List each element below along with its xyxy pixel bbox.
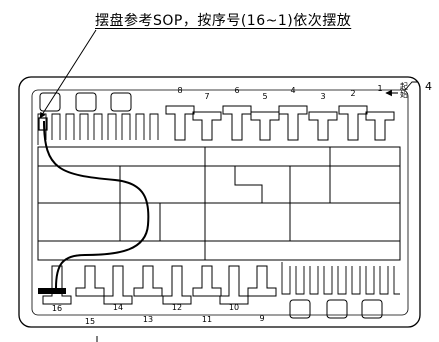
tray-inner-outline bbox=[31, 89, 409, 316]
top-slot bbox=[365, 111, 395, 141]
start-label: 起始 bbox=[400, 82, 409, 99]
bottom-slot bbox=[219, 265, 249, 305]
top-slot bbox=[278, 105, 308, 141]
tray-outline bbox=[18, 76, 421, 328]
top-slot bbox=[250, 111, 280, 141]
bottom-slot bbox=[133, 265, 163, 297]
slot-number-12: 12 bbox=[172, 303, 182, 312]
top-slot bbox=[308, 111, 338, 141]
bottom-pocket-3 bbox=[361, 299, 383, 319]
end-connector bbox=[38, 117, 48, 131]
slot-number-7: 7 bbox=[204, 92, 209, 101]
edge-label: 4 bbox=[425, 80, 432, 93]
top-slot bbox=[338, 105, 368, 141]
top-pocket-3 bbox=[110, 92, 132, 112]
slot-number-2: 2 bbox=[350, 89, 355, 98]
slot-number-4: 4 bbox=[290, 86, 295, 95]
bottom-clip-comb bbox=[281, 262, 400, 295]
start-connector bbox=[38, 288, 66, 294]
bottom-pocket-1 bbox=[289, 299, 311, 319]
bottom-slot bbox=[42, 265, 72, 305]
bottom-slot bbox=[192, 265, 222, 297]
connector-slots bbox=[42, 105, 395, 305]
slot-number-3: 3 bbox=[320, 92, 325, 101]
bottom-slot bbox=[103, 265, 133, 305]
top-slot bbox=[165, 105, 195, 141]
slot-number-15: 15 bbox=[85, 317, 95, 326]
bottom-slot bbox=[75, 265, 105, 297]
top-pocket-2 bbox=[75, 92, 97, 112]
slot-number-6: 6 bbox=[234, 86, 239, 95]
slot-number-16: 16 bbox=[52, 304, 62, 313]
cable-route bbox=[43, 120, 150, 289]
slot-number-14: 14 bbox=[113, 303, 123, 312]
leader-line bbox=[39, 29, 97, 119]
top-slot bbox=[222, 105, 252, 141]
tray-corner-notch bbox=[404, 81, 418, 91]
instruction-title: 摆盘参考SOP，按序号(16~1)依次摆放 bbox=[95, 13, 352, 29]
central-body bbox=[37, 146, 401, 261]
slot-number-8: 8 bbox=[177, 86, 182, 95]
bottom-slot bbox=[162, 265, 192, 305]
slot-number-11: 11 bbox=[202, 315, 212, 324]
slot-number-5: 5 bbox=[262, 92, 267, 101]
top-clip-comb bbox=[37, 113, 159, 145]
top-slot bbox=[192, 111, 222, 141]
bottom-pocket-2 bbox=[326, 299, 348, 319]
slot-number-1: 1 bbox=[377, 84, 382, 93]
slot-number-9: 9 bbox=[259, 314, 264, 323]
top-pocket-1 bbox=[39, 92, 61, 112]
slot-number-10: 10 bbox=[229, 303, 239, 312]
slot-number-13: 13 bbox=[143, 315, 153, 324]
bottom-slot bbox=[247, 265, 277, 297]
